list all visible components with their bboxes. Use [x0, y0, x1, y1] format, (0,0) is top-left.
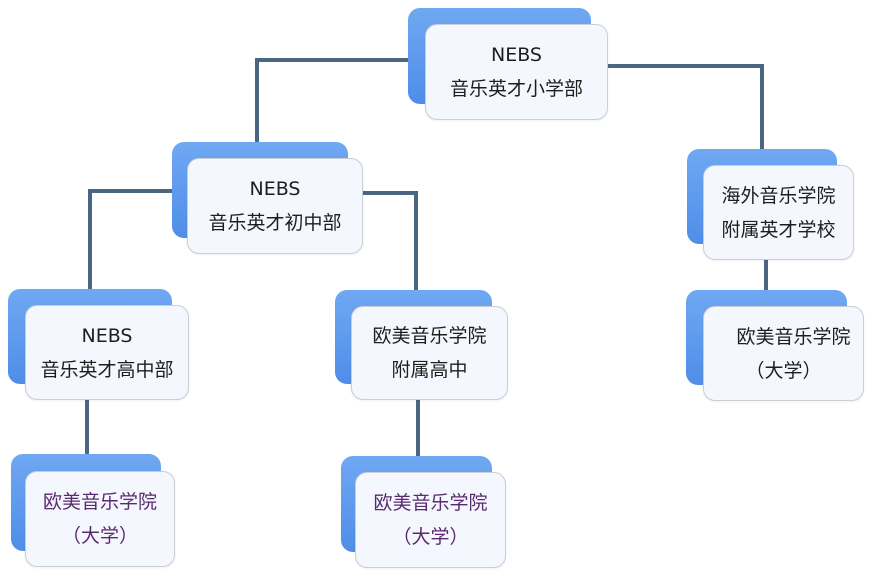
node-subtitle: 音乐英才小学部	[449, 78, 583, 100]
node-title: 欧美音乐学院	[372, 325, 487, 347]
node-front-card: 海外音乐学院 附属英才学校	[703, 165, 854, 260]
node-primary-school: NEBS 音乐英才小学部	[408, 8, 608, 120]
edge-junior-senior	[88, 189, 174, 291]
node-front-card: NEBS 音乐英才初中部	[187, 158, 363, 254]
node-title: 欧美音乐学院	[42, 491, 157, 513]
node-title: NEBS	[491, 44, 542, 66]
node-front-card: 欧美音乐学院 附属高中	[351, 306, 508, 400]
node-university-middle: 欧美音乐学院 （大学）	[341, 456, 506, 568]
node-subtitle: （大学）	[61, 525, 138, 547]
edge-primary-overseas	[606, 64, 764, 151]
node-title: NEBS	[81, 324, 133, 347]
node-front-card: NEBS 音乐英才小学部	[425, 24, 608, 120]
node-title: 海外音乐学院	[721, 184, 836, 207]
edge-junior-affiliated-high	[361, 191, 418, 292]
node-title: 欧美音乐学院	[736, 325, 851, 348]
node-front-card: 欧美音乐学院 （大学）	[25, 471, 175, 567]
node-title: 欧美音乐学院	[373, 492, 488, 514]
node-university-left: 欧美音乐学院 （大学）	[11, 454, 175, 567]
node-subtitle: （大学）	[392, 526, 469, 548]
node-overseas-school: 海外音乐学院 附属英才学校	[687, 149, 854, 260]
node-subtitle: 音乐英才初中部	[208, 212, 342, 234]
node-front-card: 欧美音乐学院 （大学）	[355, 472, 506, 568]
node-title: NEBS	[249, 178, 301, 200]
node-affiliated-high-school: 欧美音乐学院 附属高中	[335, 290, 508, 400]
node-senior-school: NEBS 音乐英才高中部	[8, 289, 189, 400]
node-subtitle: 附属英才学校	[721, 218, 836, 241]
node-front-card: NEBS 音乐英才高中部	[25, 305, 189, 400]
edge-primary-junior	[255, 58, 410, 144]
node-subtitle: （大学）	[745, 359, 822, 382]
node-subtitle: 附属高中	[391, 359, 468, 381]
node-junior-school: NEBS 音乐英才初中部	[172, 142, 363, 254]
node-front-card: 欧美音乐学院 （大学）	[703, 306, 864, 401]
node-subtitle: 音乐英才高中部	[40, 358, 174, 381]
node-university-right: 欧美音乐学院 （大学）	[686, 290, 864, 401]
